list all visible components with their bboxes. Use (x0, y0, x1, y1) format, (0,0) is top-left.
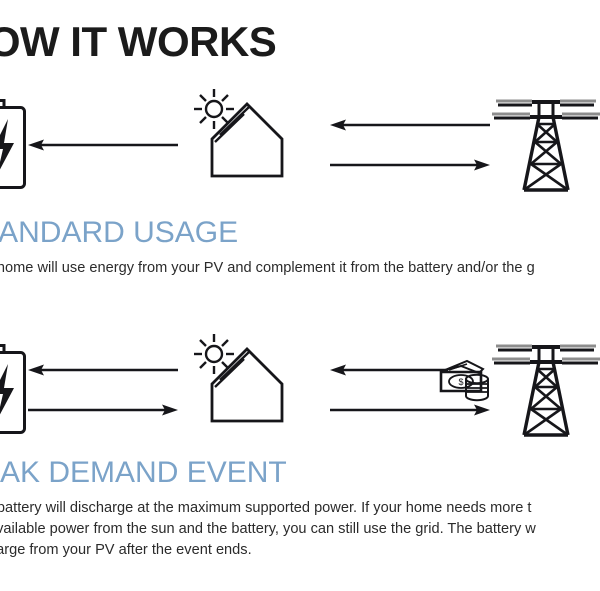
solar-panel-line (214, 358, 245, 388)
heading-peak-demand-event: PEAK DEMAND EVENT (0, 456, 287, 489)
node-grid-standard (492, 90, 600, 195)
flow-grid-house-standard (330, 117, 490, 177)
solar-panel-line (219, 106, 250, 136)
node-house-standard (190, 85, 295, 200)
copy-line: harge from your PV after the event ends. (0, 542, 252, 558)
flow-grid-to-house (330, 119, 490, 131)
solar-panel-line (214, 113, 245, 143)
heading-standard-usage: STANDARD USAGE (0, 216, 239, 249)
house-solar-sun-icon (194, 334, 284, 423)
transmission-tower-icon (492, 344, 600, 437)
flow-battery-house-peak (28, 362, 178, 422)
money-cash-coins-icon: $ (439, 359, 489, 402)
house-solar-sun-icon (194, 89, 284, 178)
battery-bolt-icon (0, 344, 26, 434)
flow-grid-house-peak (330, 362, 490, 422)
copy-line: available power from the sun and the bat… (0, 521, 536, 537)
flow-battery-to-house (28, 404, 178, 416)
flow-grid-to-house (330, 364, 448, 376)
tower-structure (522, 345, 570, 437)
svg-text:$: $ (458, 377, 463, 387)
node-grid-peak (492, 335, 600, 440)
node-battery-standard (0, 99, 28, 191)
transmission-tower-icon (492, 99, 600, 192)
node-house-peak (190, 330, 295, 445)
sun-icon (194, 334, 234, 374)
flow-house-to-battery-standard (28, 137, 178, 153)
tower-structure (522, 100, 570, 192)
copy-peak-demand-event: r battery will discharge at the maximum … (0, 498, 536, 561)
coin-stack (465, 373, 489, 402)
copy-standard-usage: r home will use energy from your PV and … (0, 258, 535, 279)
diagram-peak-demand: $ (0, 330, 600, 450)
power-lines (492, 99, 600, 120)
power-lines (492, 344, 600, 365)
flow-house-to-battery (28, 364, 178, 376)
solar-panel-line (219, 351, 250, 381)
battery-bolt-icon (0, 99, 26, 189)
copy-line: r battery will discharge at the maximum … (0, 500, 532, 516)
copy-line: r home will use energy from your PV and … (0, 260, 535, 276)
node-money-peak: $ (437, 358, 493, 404)
page-title: HOW IT WORKS (0, 18, 277, 65)
flow-house-to-grid (330, 159, 490, 171)
sun-icon (194, 89, 234, 129)
node-battery-peak (0, 344, 28, 436)
diagram-standard-usage (0, 85, 600, 205)
flow-house-to-grid (330, 404, 490, 416)
